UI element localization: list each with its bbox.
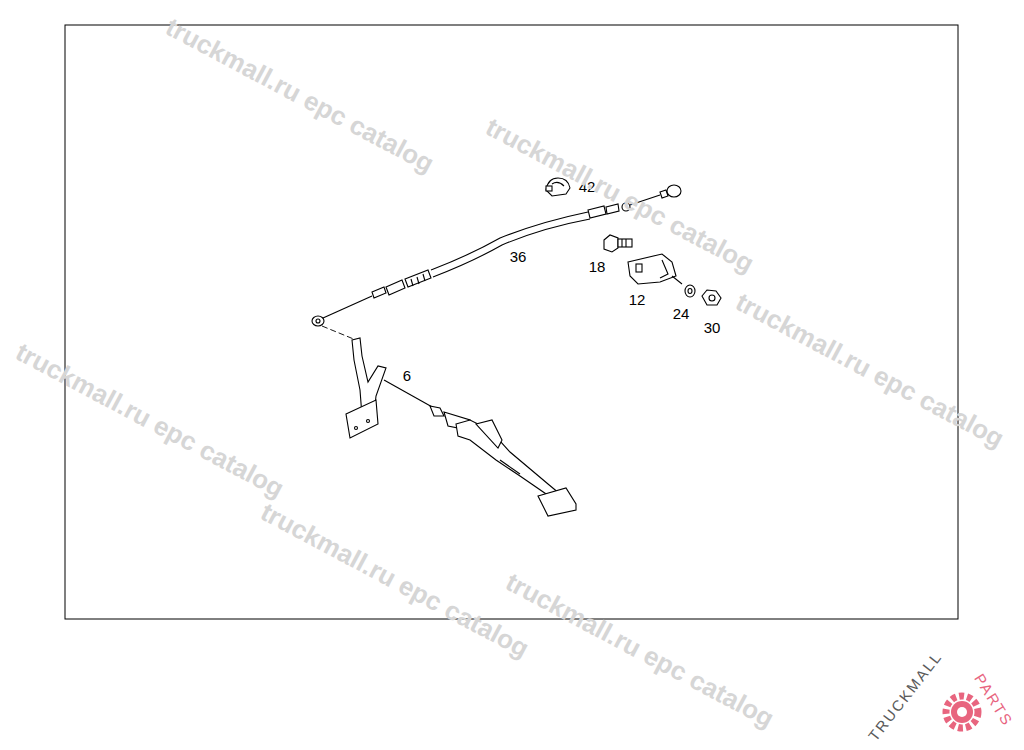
leader-line xyxy=(322,326,356,340)
logo-gear xyxy=(946,696,978,728)
bracket xyxy=(628,254,682,284)
callout-number: 18 xyxy=(589,259,606,274)
callout-number: 30 xyxy=(704,320,721,335)
bolt xyxy=(604,235,632,252)
watermark: truckmall.ru epc catalog xyxy=(162,13,438,176)
frame xyxy=(65,25,958,619)
watermark: truckmall.ru epc catalog xyxy=(12,338,288,501)
callout-number: 24 xyxy=(673,306,690,321)
washer-nut xyxy=(685,285,721,305)
logo-text: PARTS xyxy=(972,671,1016,729)
callout-number: 36 xyxy=(510,249,527,264)
pedal-assembly xyxy=(346,338,576,516)
callout-number: 12 xyxy=(629,292,646,307)
watermark: truckmall.ru epc catalog xyxy=(502,568,778,731)
logo-text: TRUCKMALL xyxy=(866,648,945,743)
watermark: truckmall.ru epc catalog xyxy=(732,288,1008,451)
watermark: truckmall.ru epc catalog xyxy=(257,498,533,661)
callout-number: 6 xyxy=(403,368,411,383)
